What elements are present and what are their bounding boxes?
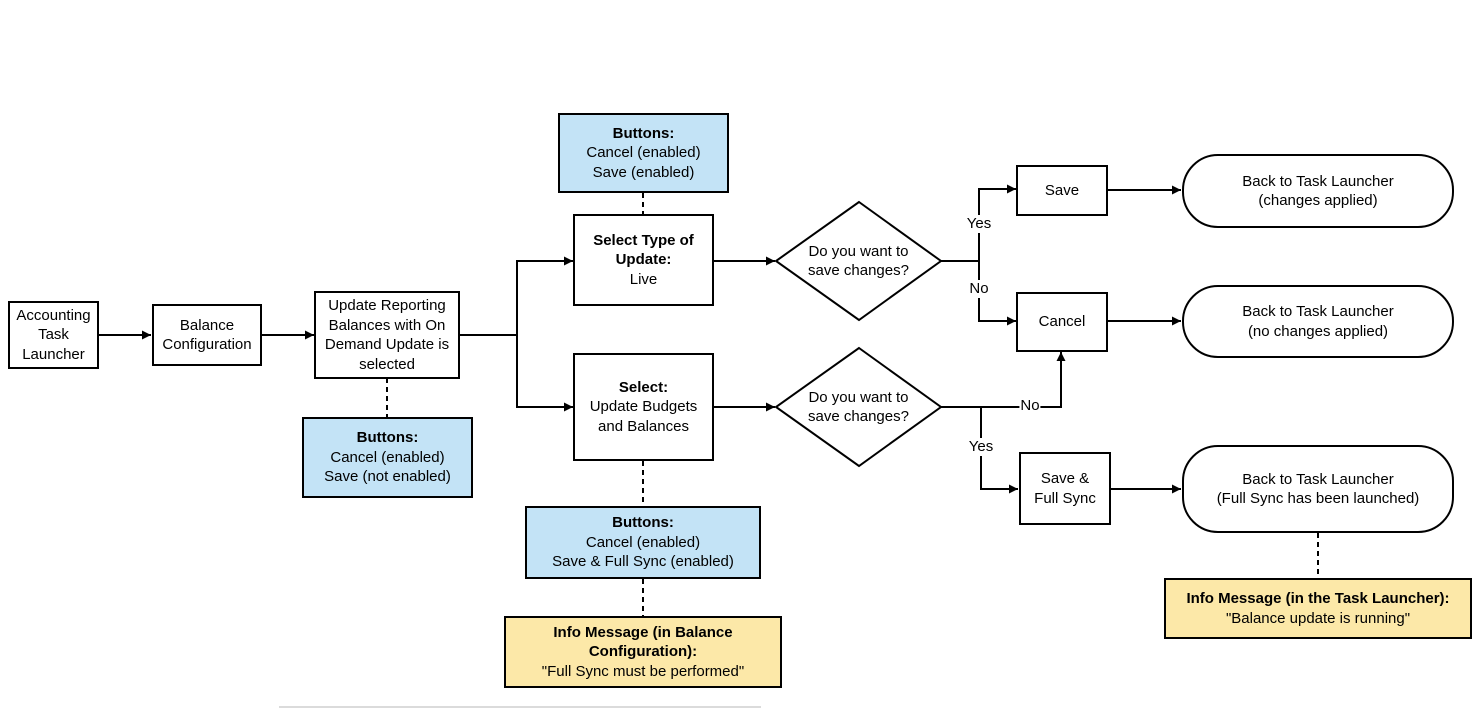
decision-diamond-bottom: [774, 346, 943, 468]
node-select-update-budgets: Select: Update Budgets and Balances: [573, 353, 714, 461]
note-title: Configuration):: [588, 643, 698, 661]
line: (no changes applied): [1247, 322, 1389, 340]
line: Launcher: [22, 345, 85, 363]
decision-diamond-top: [774, 200, 943, 322]
edge-update-to-select-budgets: [516, 335, 573, 412]
node-accounting-task-launcher: Accounting Task Launcher: [8, 301, 99, 369]
line: Save (enabled): [592, 163, 695, 181]
line: Demand Update is: [324, 336, 450, 353]
line: save changes?: [808, 408, 909, 425]
line: Update Reporting: [328, 297, 446, 314]
line: (Full Sync has been launched): [1216, 490, 1420, 507]
note-buttons-mid: Buttons: Cancel (enabled) Save & Full Sy…: [525, 506, 761, 579]
line: Save: [1044, 181, 1080, 199]
line: Configuration: [162, 336, 252, 353]
line: "Balance update is running": [1225, 609, 1411, 627]
note-title: Buttons:: [612, 514, 674, 532]
note-title: Info Message (in the Task Launcher):: [1186, 590, 1450, 607]
line: and Balances: [598, 417, 689, 435]
line: Accounting: [16, 306, 91, 324]
line: Full Sync: [1034, 489, 1096, 507]
line: Task: [38, 326, 69, 344]
line: Save &: [1040, 470, 1090, 487]
decision-save-changes-top: Do you want to save changes?: [776, 202, 941, 320]
terminal-back-full-sync: Back to Task Launcher (Full Sync has bee…: [1182, 445, 1454, 533]
line: selected: [359, 355, 415, 373]
note-title: Buttons:: [612, 124, 675, 142]
edge-decision-bottom-no: [941, 352, 1066, 408]
terminal-back-changes-applied: Back to Task Launcher (changes applied): [1182, 154, 1454, 228]
line: (changes applied): [1258, 192, 1378, 209]
terminal-back-no-changes: Back to Task Launcher (no changes applie…: [1182, 285, 1454, 358]
node-select-type-of-update: Select Type of Update: Live: [573, 214, 714, 306]
node-title: Select Type of: [593, 231, 694, 249]
line: Balances with On: [328, 316, 446, 334]
node-save-full-sync: Save & Full Sync: [1019, 452, 1111, 525]
note-info-task-launcher: Info Message (in the Task Launcher): "Ba…: [1164, 578, 1472, 639]
edge-label-no-bottom: No: [1019, 397, 1041, 415]
edge-label-no-top: No: [968, 280, 990, 298]
line: Cancel (enabled): [330, 448, 445, 466]
line: save changes?: [808, 262, 909, 279]
line: "Full Sync must be performed": [541, 662, 745, 680]
decision-save-changes-bottom: Do you want to save changes?: [776, 348, 941, 466]
node-balance-configuration: Balance Configuration: [152, 304, 262, 366]
line: Do you want to: [808, 242, 909, 260]
line: Live: [629, 270, 658, 288]
node-cancel: Cancel: [1016, 292, 1108, 352]
line: Cancel (enabled): [586, 144, 701, 162]
line: Back to Task Launcher: [1242, 470, 1394, 488]
note-buttons-left: Buttons: Cancel (enabled) Save (not enab…: [302, 417, 473, 498]
edge-decision-bottom-yes: [980, 407, 1018, 494]
edge-label-yes-bottom: Yes: [967, 438, 995, 456]
line: Cancel (enabled): [585, 533, 701, 551]
edge-label-yes-top: Yes: [965, 215, 993, 233]
note-title: Buttons:: [356, 429, 419, 447]
note-title: Info Message (in Balance: [553, 623, 733, 641]
edge-update-to-select-type: [460, 256, 573, 336]
line: Back to Task Launcher: [1242, 172, 1394, 190]
node-title: Select:: [618, 378, 669, 396]
node-update-reporting-balances: Update Reporting Balances with On Demand…: [314, 291, 460, 379]
line: Back to Task Launcher: [1242, 303, 1394, 320]
line: Cancel: [1038, 313, 1086, 331]
line: Save (not enabled): [324, 468, 451, 486]
line: Balance: [179, 316, 235, 334]
line: Update Budgets: [589, 398, 698, 416]
line: Do you want to: [808, 388, 909, 406]
note-buttons-top: Buttons: Cancel (enabled) Save (enabled): [558, 113, 729, 193]
line: Save & Full Sync (enabled): [552, 553, 734, 571]
node-title: Update:: [615, 251, 672, 269]
node-save: Save: [1016, 165, 1108, 216]
note-info-balance-configuration: Info Message (in Balance Configuration):…: [504, 616, 782, 688]
